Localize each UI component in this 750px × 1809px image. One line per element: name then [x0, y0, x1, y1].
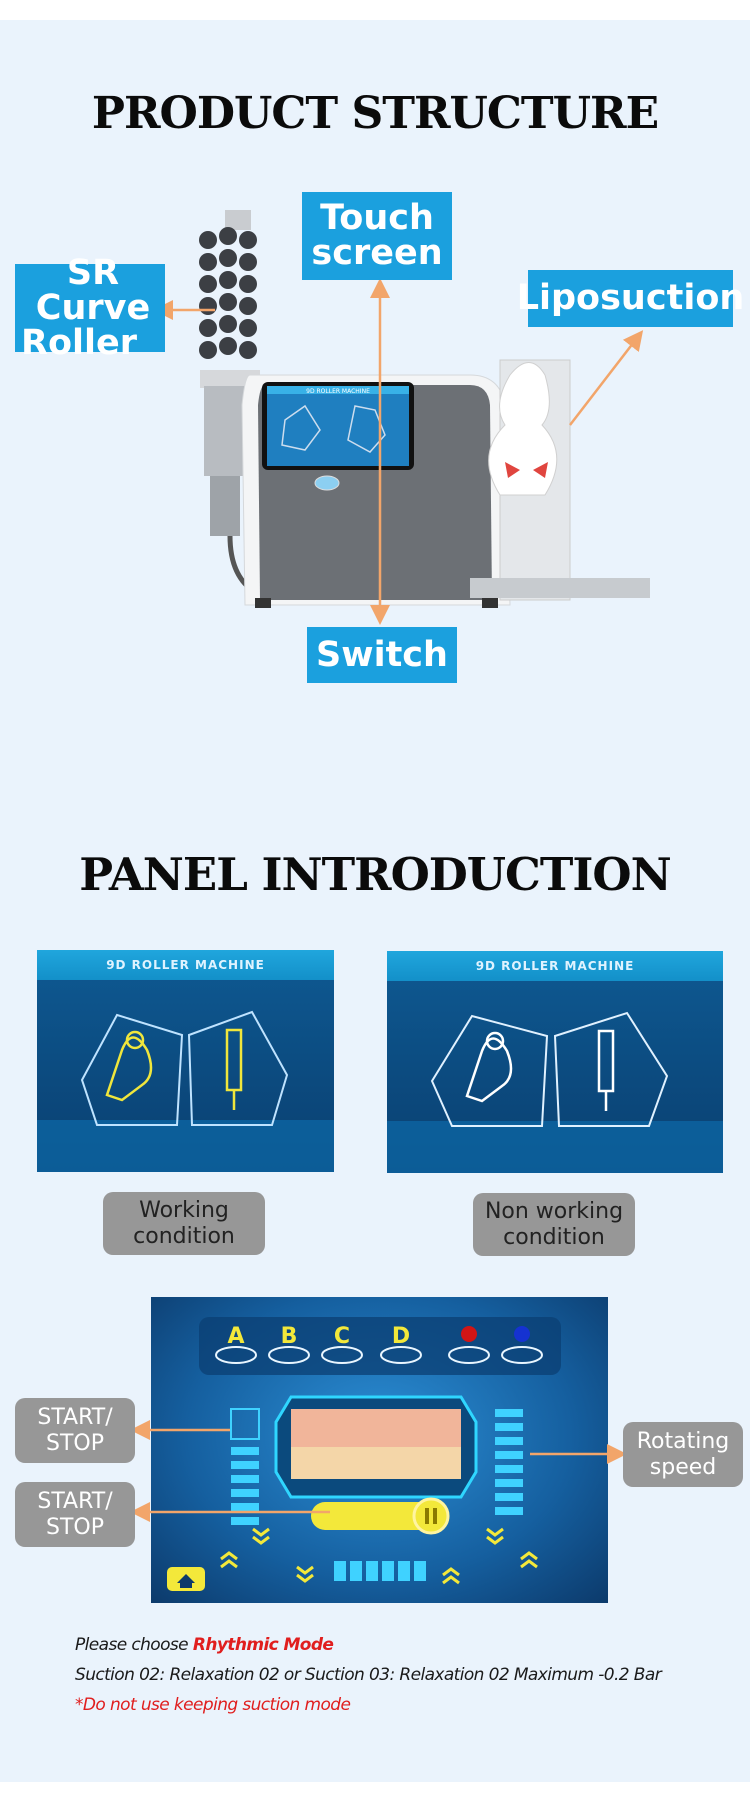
label-working-condition: Working condition — [103, 1192, 265, 1255]
label-sr-curve-roller: SR Curve Roller — [15, 255, 165, 360]
control-arrows — [130, 1420, 627, 1522]
label-rotating-speed: Rotating speed — [623, 1422, 743, 1487]
non-working-icons — [387, 1011, 723, 1173]
suction-slider[interactable] — [311, 1502, 436, 1530]
rhythmic-mode-highlight: Rhythmic Mode — [192, 1635, 334, 1655]
note-line-2: Suction 02: Relaxation 02 or Suction 03:… — [75, 1665, 662, 1685]
svg-text:9D ROLLER MACHINE: 9D ROLLER MACHINE — [306, 388, 370, 395]
pause-icon[interactable] — [412, 1497, 450, 1535]
mode-icons — [215, 1326, 543, 1364]
panel-non-working-screen: 9D ROLLER MACHINE — [387, 951, 723, 1173]
bottom-level-bar — [334, 1561, 426, 1581]
sr-curve-roller-handpiece — [199, 210, 262, 598]
label-touch-screen: Touch screen — [302, 192, 452, 280]
device-illustration: 9D ROLLER MACHINE — [199, 210, 650, 608]
usage-notes: Please choose Rhythmic Mode Suction 02: … — [75, 1630, 715, 1720]
liposuction-handpiece — [470, 359, 650, 601]
top-strip — [0, 0, 750, 20]
mode-a: A — [227, 1324, 244, 1349]
label-start-stop-1: START/ STOP — [15, 1398, 135, 1463]
label-start-stop-2: START/ STOP — [15, 1482, 135, 1547]
right-level-bar — [495, 1409, 523, 1515]
label-liposuction: Liposuction — [517, 270, 744, 327]
note-warning: *Do not use keeping suction mode — [75, 1695, 351, 1715]
control-panel-screen: A B C D — [151, 1297, 608, 1603]
note-line-1: Please choose Rhythmic Mode — [75, 1635, 334, 1655]
arrow-liposuction — [569, 330, 644, 426]
panel-working-screen: 9D ROLLER MACHINE — [37, 950, 334, 1172]
bottom-strip — [0, 1782, 750, 1809]
home-icon — [177, 1574, 195, 1588]
label-switch: Switch — [307, 627, 457, 683]
mode-b: B — [281, 1324, 298, 1349]
main-console: 9D ROLLER MACHINE — [241, 374, 511, 608]
mode-d: D — [392, 1324, 410, 1349]
label-non-working-condition: Non working condition — [473, 1193, 635, 1256]
structure-arrows — [153, 278, 644, 625]
working-icons — [37, 1010, 334, 1172]
section-title-panel: PANEL INTRODUCTION — [79, 848, 671, 901]
chevron-icons — [220, 1527, 538, 1585]
control-panel-graphics: A B C D — [167, 1317, 561, 1591]
section-title-structure: PRODUCT STRUCTURE — [91, 88, 659, 139]
left-level-bar — [230, 1408, 260, 1525]
mode-c: C — [334, 1324, 350, 1349]
